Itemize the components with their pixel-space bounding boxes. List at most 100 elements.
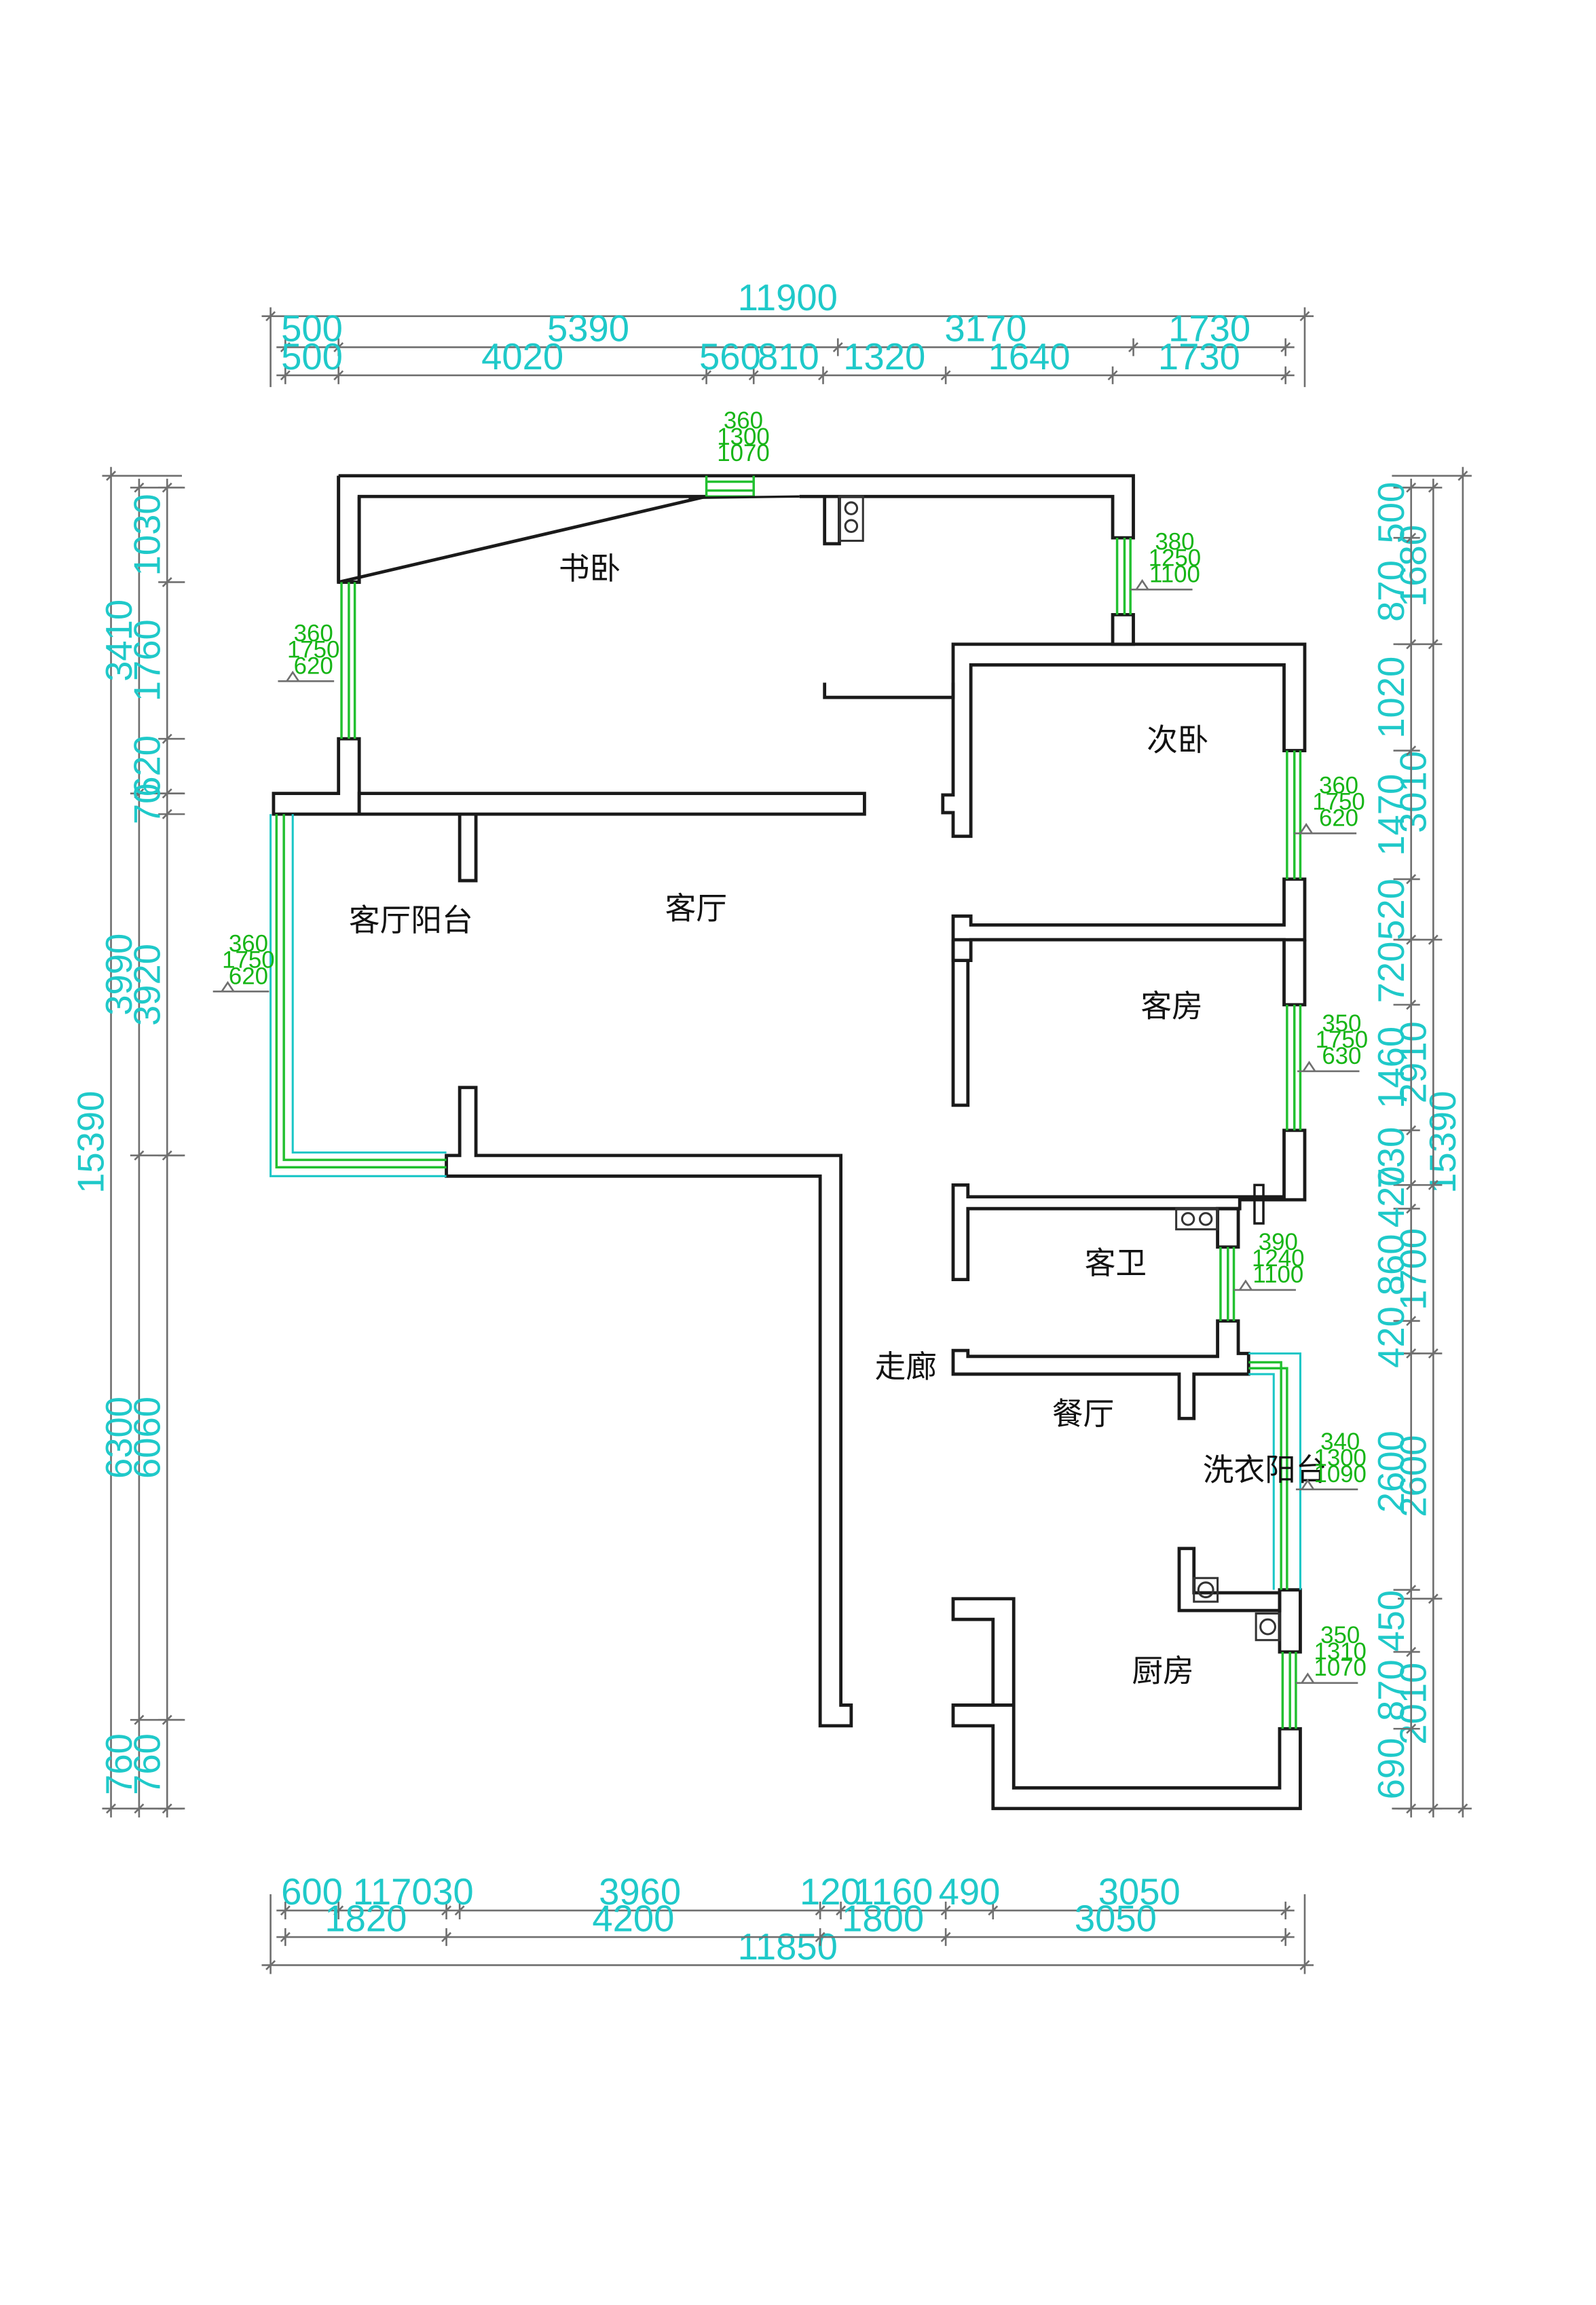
window-tag-w_second_bedroom: 1750 [1312, 789, 1365, 815]
dim-right-outer-label: 3010 [1392, 751, 1434, 833]
dim-right-inner-label: 720 [1371, 942, 1412, 1003]
window-tag-w_kitchen: 1310 [1314, 1638, 1366, 1665]
window-tag-leader [1294, 823, 1357, 834]
dim-bottom-row2-label: 3050 [1075, 1898, 1157, 1939]
second-bedroom-walls [941, 642, 1307, 838]
living-lower-wall [445, 1086, 853, 1728]
study-right-lower [1111, 612, 1135, 646]
window-tag-w_laundry: 1300 [1314, 1445, 1366, 1471]
window-guest-room [1286, 1004, 1302, 1130]
room-guest-bath: 客卫 [1085, 1245, 1147, 1281]
study-left-wall [337, 475, 361, 584]
window-kitchen [1281, 1652, 1297, 1729]
dim-right-inner-label: 870 [1371, 1659, 1412, 1721]
window-tag-w_kitchen: 1070 [1314, 1655, 1366, 1681]
dim-bottom-row2-label: 1820 [324, 1898, 407, 1939]
window-tag-w_balcony: 620 [229, 963, 268, 989]
window-tag-w_top: 360 [724, 407, 763, 434]
dim-left-inner-label: 1760 [126, 619, 168, 701]
dim-top-row2-label: 560 [699, 336, 761, 377]
dim-left-inner-label: 6060 [126, 1397, 168, 1479]
window-guest-bath [1219, 1247, 1236, 1321]
window-balcony [275, 814, 447, 1169]
dim-left-total-label: 15390 [71, 1091, 112, 1194]
window-tag-w_top: 1070 [717, 440, 769, 466]
dim-right-inner-label: 1020 [1371, 657, 1412, 739]
dim-left-outer-label: 3990 [98, 934, 140, 1016]
dim-right-inner-label: 2600 [1371, 1431, 1412, 1513]
window-tag-w_study_right: 380 [1155, 529, 1194, 555]
dim-bottom-row1-label: 3960 [599, 1871, 681, 1913]
room-corridor: 走廊 [875, 1348, 937, 1384]
dim-bottom-row1-label: 3050 [1098, 1871, 1181, 1913]
window-balcony-outer [270, 814, 447, 1177]
dim-right-inner-label: 420 [1371, 1166, 1412, 1228]
guest-room-pillar [1253, 1183, 1265, 1225]
window-tag-w_study_left: 620 [294, 652, 333, 679]
window-study-left [340, 582, 356, 739]
dim-left-outer-label: 6300 [98, 1397, 140, 1479]
kitchen-walls [951, 1588, 1302, 1811]
dim-top-row2-label: 1730 [1158, 336, 1240, 377]
dim-top-row2-label: 1640 [988, 336, 1071, 377]
window-tag-w_study_left: 360 [294, 621, 333, 647]
window-tag-w_top: 1300 [717, 424, 769, 450]
window-tag-leader [212, 980, 270, 993]
window-tag-w_guest_room: 630 [1322, 1043, 1361, 1069]
dim-bottom-row1-label: 600 [281, 1871, 343, 1913]
dim-bottom-row1-label: 1160 [853, 1871, 933, 1913]
guest-bath-walls [1216, 1206, 1240, 1249]
guest-room-walls [951, 938, 1307, 1107]
room-labels: 书卧 次卧 客厅阳台 客厅 客房 客卫 走廊 餐厅 洗衣阳台 厨房 [349, 551, 1327, 1689]
window-tag-leader [1297, 1061, 1360, 1073]
window-second-bedroom [1286, 750, 1302, 879]
window-tag-leader [278, 670, 335, 682]
study-left-lower [272, 737, 361, 816]
window-tag-w_balcony: 1750 [222, 946, 274, 973]
window-tag-w_guest_bath: 1100 [1252, 1261, 1303, 1288]
sink-icon [1175, 1207, 1219, 1231]
dim-bottom-row1-label: 30 [432, 1871, 474, 1913]
dim-right-inner-label: 860 [1371, 1234, 1412, 1296]
dim-top-total-label: 11900 [738, 277, 838, 318]
dim-right-inner-label: 1470 [1371, 774, 1412, 856]
dim-left-inner-label: 3920 [126, 944, 168, 1026]
window-tag-w_second_bedroom: 360 [1319, 773, 1358, 799]
window-tag-w_balcony: 360 [229, 931, 268, 957]
dim-right-outer-label: 2910 [1392, 1021, 1434, 1103]
dim-top-row1-label: 1730 [1168, 308, 1250, 350]
dim-top-row2-label: 810 [758, 336, 819, 377]
dim-left-outer-label: 760 [98, 1733, 140, 1795]
room-kitchen: 厨房 [1132, 1653, 1193, 1689]
room-second-bedroom: 次卧 [1147, 722, 1208, 758]
dim-right-outer-label: 2600 [1392, 1435, 1434, 1517]
room-guest: 客房 [1140, 988, 1202, 1024]
room-dining: 餐厅 [1052, 1396, 1114, 1432]
window-tags: 3601300107038012501100360175062036017506… [212, 407, 1368, 1684]
window-tag-leader [1295, 1672, 1358, 1684]
washer-icon [1193, 1576, 1219, 1603]
dim-bottom-total-label: 11850 [738, 1926, 838, 1968]
dim-bottom-row1-label: 1170 [353, 1871, 432, 1913]
study-closet [823, 496, 841, 546]
dim-top-row2-label: 500 [281, 336, 343, 377]
dim-left-inner-label: 760 [126, 1733, 168, 1795]
fixtures [838, 495, 1281, 1642]
dim-right-outer-label: 1700 [1392, 1228, 1434, 1310]
window-tag-leader [1233, 1279, 1296, 1291]
window-laundry-outer [1248, 1352, 1301, 1590]
window-study-right [1115, 538, 1132, 615]
window-tag-w_laundry: 340 [1320, 1428, 1360, 1455]
window-top [705, 475, 755, 498]
window-tag-w_study_right: 1250 [1149, 545, 1201, 572]
window-tag-w_guest_room: 350 [1322, 1010, 1361, 1037]
dim-left-inner-label: 70 [126, 783, 168, 825]
window-tag-w_guest_bath: 390 [1259, 1229, 1298, 1255]
window-tag-w_guest_bath: 1240 [1252, 1245, 1304, 1272]
dim-top-row1-label: 5390 [547, 308, 629, 350]
dim-bottom-row1-label: 490 [939, 1871, 1001, 1913]
dim-top-row1-label: 3170 [944, 308, 1026, 350]
study-door-stub [823, 682, 955, 699]
walls [272, 474, 1307, 1811]
